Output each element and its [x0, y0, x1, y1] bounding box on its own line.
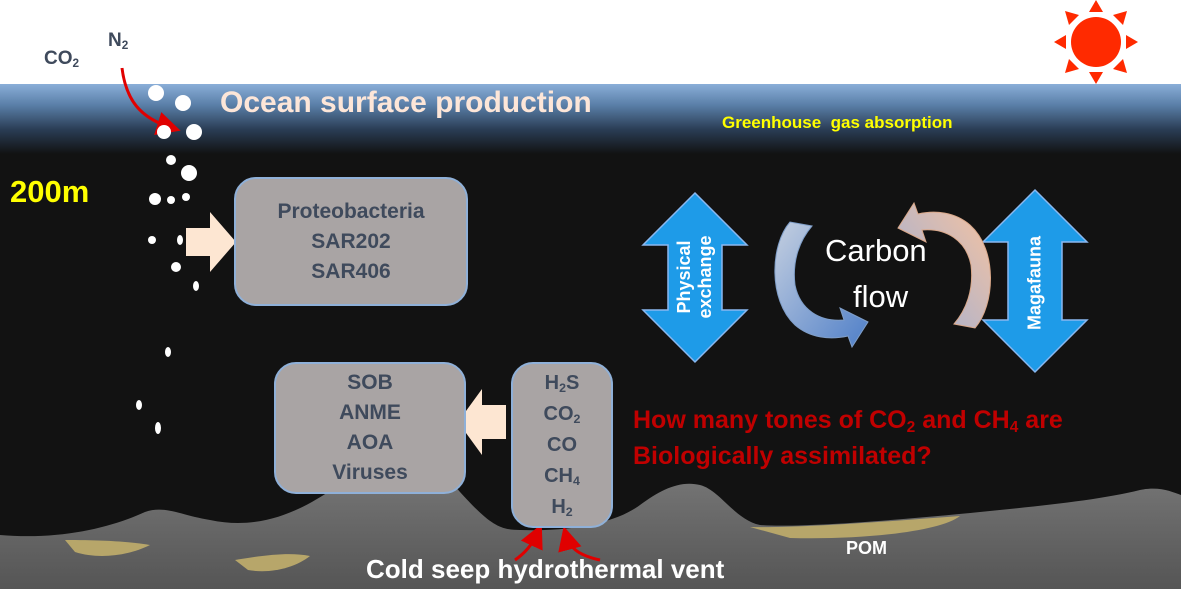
- gas-label: CH4: [544, 464, 580, 488]
- vent-arrow-right: [558, 526, 601, 562]
- gas-label: CO: [547, 433, 577, 456]
- sediment: [750, 516, 960, 539]
- greenhouse-label: Greenhouse gas absorption: [722, 113, 953, 132]
- sediment: [65, 540, 150, 556]
- ocean-surface-layer: [0, 84, 1181, 154]
- arrow-to-proteobacteria: [186, 212, 236, 272]
- taxon-label: Viruses: [332, 461, 408, 484]
- pom-label: POM: [846, 538, 888, 558]
- taxon-label: SAR202: [311, 229, 391, 253]
- n2-label: N2: [108, 30, 129, 52]
- gas-label: H2S: [544, 371, 580, 395]
- vent-label: Cold seep hydrothermal vent: [366, 554, 725, 584]
- sediment: [235, 554, 310, 572]
- gas-dissolution-arrow: [120, 67, 181, 135]
- sob-anme-box: SOB ANME AOA Viruses: [274, 362, 466, 494]
- taxon-label: SAR406: [311, 259, 391, 283]
- depth-label: 200m: [10, 174, 90, 209]
- sun-icon: [1054, 0, 1138, 84]
- vent-arrow-left: [514, 523, 543, 562]
- arrow-to-sob-box: [458, 389, 506, 455]
- taxon-label: SOB: [347, 371, 393, 394]
- ocean-surface-title: Ocean surface production: [220, 86, 592, 119]
- bubbles: [136, 85, 202, 434]
- question-text: How many tones of CO2 and CH4 are Biolog…: [633, 406, 1063, 470]
- taxon-label: AOA: [346, 431, 394, 454]
- gas-box: H2S CO2 CO CH4 H2: [511, 362, 613, 528]
- taxon-label: ANME: [339, 401, 401, 424]
- gas-label: H2: [551, 495, 573, 519]
- co2-label: CO2: [44, 48, 80, 70]
- gas-label: CO2: [543, 402, 581, 426]
- physical-exchange-label: Physical exchange: [674, 235, 715, 319]
- carbon-flow-label: Carbon flow: [825, 233, 927, 314]
- physical-exchange-arrow: [641, 191, 749, 364]
- magafauna-arrow: [981, 188, 1089, 374]
- taxon-label: Proteobacteria: [277, 199, 425, 223]
- magafauna-label: Magafauna: [1024, 235, 1045, 331]
- proteobacteria-box: Proteobacteria SAR202 SAR406: [234, 177, 468, 306]
- carbon-cycle-icon: [774, 201, 991, 349]
